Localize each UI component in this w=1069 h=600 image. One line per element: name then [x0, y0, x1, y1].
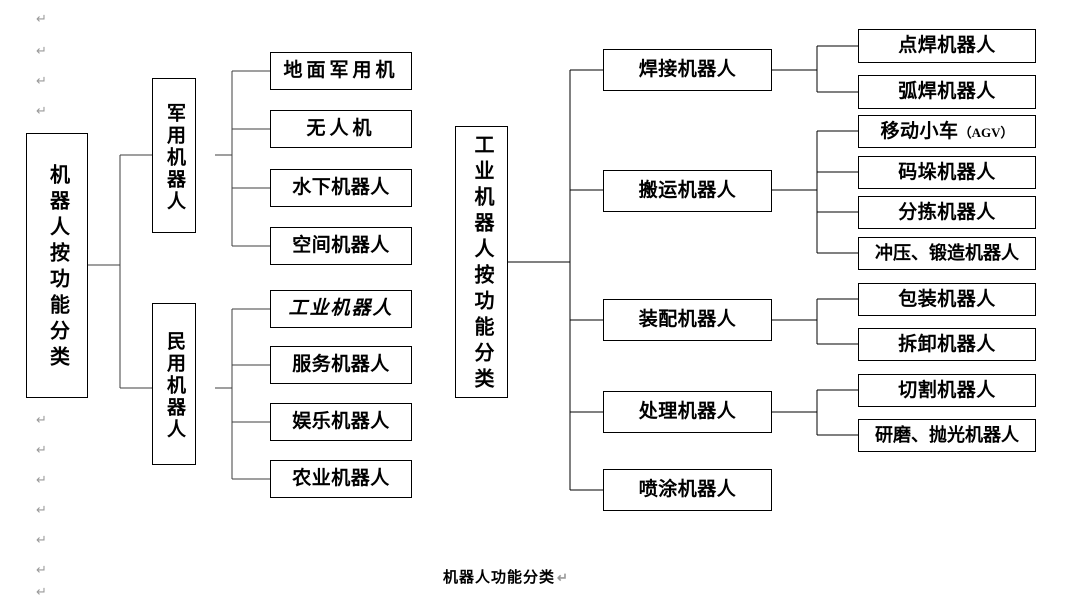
node-label: 民用机器人	[163, 331, 185, 441]
node-ground-military-machine[interactable]: 地面军用机	[270, 52, 412, 90]
node-label-agv-suffix: （AGV）	[958, 124, 1014, 140]
pilcrow-mark: ↵	[36, 43, 47, 58]
node-processing-robot[interactable]: 处理机器人	[603, 391, 772, 433]
node-label: 装配机器人	[638, 309, 737, 331]
node-root-industrial-robot-classification[interactable]: 工业机器人按功能分类	[455, 126, 508, 398]
node-industrial-robot-leaf[interactable]: 工业机器人	[270, 290, 412, 328]
node-label: 包装机器人	[898, 288, 996, 310]
node-label: 军用机器人	[163, 102, 185, 213]
node-service-robot[interactable]: 服务机器人	[270, 346, 412, 384]
node-unmanned-aerial-vehicle[interactable]: 无人机	[270, 110, 412, 148]
node-label: 点焊机器人	[898, 35, 996, 57]
pilcrow-mark: ↵	[36, 442, 47, 457]
pilcrow-mark: ↵	[36, 103, 47, 118]
node-label: 水下机器人	[292, 177, 390, 199]
node-packaging-robot[interactable]: 包装机器人	[858, 283, 1036, 316]
pilcrow-mark: ↵	[36, 584, 47, 599]
node-label: 喷涂机器人	[638, 479, 737, 501]
node-label: 工业机器人	[288, 298, 394, 320]
node-label: 码垛机器人	[898, 161, 996, 183]
node-label: 搬运机器人	[638, 180, 737, 202]
node-root-robot-classification[interactable]: 机器人按功能分类	[26, 133, 88, 398]
node-label: 弧焊机器人	[898, 81, 996, 103]
node-label: 地面军用机	[283, 60, 399, 82]
pilcrow-mark: ↵	[557, 570, 569, 585]
pilcrow-mark: ↵	[36, 502, 47, 517]
node-label: 工业机器人按功能分类	[471, 134, 493, 394]
node-handling-robot[interactable]: 搬运机器人	[603, 170, 772, 212]
figure-caption-text: 机器人功能分类	[443, 570, 556, 586]
node-agricultural-robot[interactable]: 农业机器人	[270, 460, 412, 498]
node-label: 空间机器人	[292, 235, 390, 257]
pilcrow-mark: ↵	[36, 73, 47, 88]
node-label: 服务机器人	[292, 354, 390, 376]
node-underwater-robot[interactable]: 水下机器人	[270, 169, 412, 207]
node-welding-robot[interactable]: 焊接机器人	[603, 49, 772, 91]
node-label: 农业机器人	[292, 468, 390, 490]
node-cutting-robot[interactable]: 切割机器人	[858, 374, 1036, 407]
node-arc-welding-robot[interactable]: 弧焊机器人	[858, 75, 1036, 109]
node-sorting-robot[interactable]: 分拣机器人	[858, 196, 1036, 229]
node-entertainment-robot[interactable]: 娱乐机器人	[270, 403, 412, 441]
node-label: 焊接机器人	[638, 59, 737, 81]
node-label: 处理机器人	[638, 401, 737, 423]
node-label: 切割机器人	[898, 379, 996, 401]
pilcrow-mark: ↵	[36, 562, 47, 577]
node-spraying-robot[interactable]: 喷涂机器人	[603, 469, 772, 511]
node-civilian-robot[interactable]: 民用机器人	[152, 303, 196, 465]
node-grinding-polishing-robot[interactable]: 研磨、抛光机器人	[858, 419, 1036, 452]
node-label: 无人机	[306, 118, 376, 140]
node-label: 拆卸机器人	[898, 333, 996, 355]
node-label: 娱乐机器人	[292, 411, 390, 433]
node-label-main: 移动小车	[880, 120, 959, 142]
node-label: 分拣机器人	[898, 201, 996, 223]
node-label: 研磨、抛光机器人	[875, 425, 1019, 446]
node-palletizing-robot[interactable]: 码垛机器人	[858, 156, 1036, 189]
pilcrow-mark: ↵	[36, 412, 47, 427]
node-space-robot[interactable]: 空间机器人	[270, 227, 412, 265]
figure-caption: 机器人功能分类↵	[443, 566, 569, 587]
node-assembly-robot[interactable]: 装配机器人	[603, 299, 772, 341]
pilcrow-mark: ↵	[36, 11, 47, 26]
node-label: 移动小车（AGV）	[880, 120, 1014, 142]
node-military-robot[interactable]: 军用机器人	[152, 78, 196, 233]
pilcrow-mark: ↵	[36, 472, 47, 487]
node-label: 冲压、锻造机器人	[875, 243, 1019, 264]
node-disassembly-robot[interactable]: 拆卸机器人	[858, 328, 1036, 361]
node-mobile-cart-agv[interactable]: 移动小车（AGV）	[858, 115, 1036, 148]
pilcrow-mark: ↵	[36, 532, 47, 547]
node-stamping-forging-robot[interactable]: 冲压、锻造机器人	[858, 237, 1036, 270]
node-spot-welding-robot[interactable]: 点焊机器人	[858, 29, 1036, 63]
node-label: 机器人按功能分类	[46, 163, 69, 372]
